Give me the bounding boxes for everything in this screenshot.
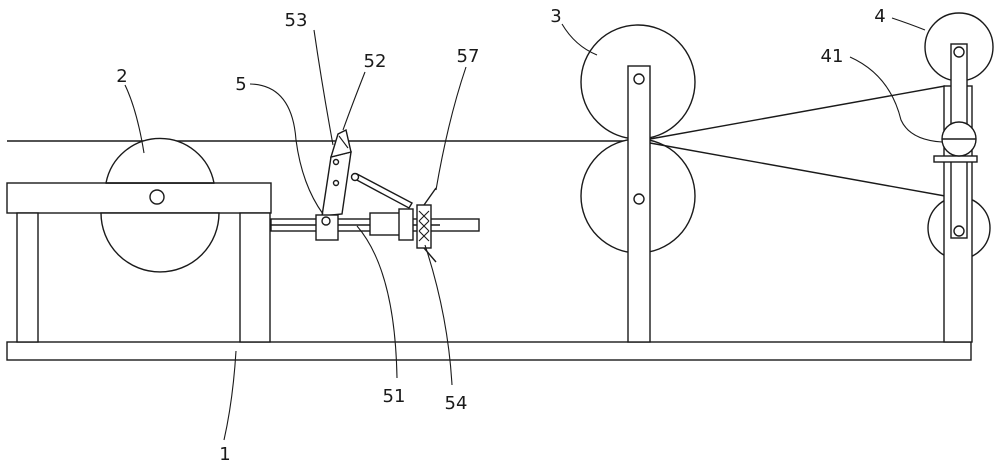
leader-5 — [249, 83, 324, 215]
label-41: 41 — [821, 46, 844, 67]
leader-2 — [124, 84, 145, 154]
strand-fan — [649, 85, 946, 197]
lower-roller-axle — [633, 193, 645, 205]
spool-2 — [100, 137, 220, 273]
arm-tip-slot — [338, 135, 349, 149]
leader-53 — [313, 29, 334, 146]
arm-pivot — [321, 216, 331, 226]
link-pivot — [350, 172, 360, 182]
spool-axle — [149, 189, 165, 205]
arm-pin-lower — [332, 179, 340, 187]
leader-51 — [356, 225, 398, 379]
upper-roller-axle — [633, 73, 645, 85]
strand-upper — [649, 85, 946, 140]
spool-wheel-lower — [100, 212, 220, 273]
left-table-leg-1 — [16, 212, 39, 343]
leader-4 — [891, 17, 926, 31]
left-table-top — [6, 182, 272, 214]
base-beam — [6, 341, 972, 361]
part-labels: 1 2 3 4 41 5 51 52 53 54 57 — [116, 6, 885, 463]
nut-pointer-57 — [423, 187, 437, 206]
nut-knurling — [418, 210, 430, 242]
leader-52 — [342, 71, 366, 131]
spool-wheel-upper — [105, 137, 215, 184]
leader-1 — [223, 350, 237, 441]
leader-3 — [561, 23, 598, 56]
label-1: 1 — [219, 444, 230, 463]
label-4: 4 — [874, 6, 885, 27]
leader-lines — [124, 17, 943, 441]
label-3: 3 — [550, 6, 561, 27]
guide-plate — [933, 155, 978, 163]
label-5: 5 — [235, 74, 246, 95]
label-53: 53 — [285, 10, 308, 31]
leader-54 — [424, 244, 453, 386]
label-57: 57 — [457, 46, 480, 67]
leader-41 — [849, 56, 943, 143]
left-table-leg-2 — [239, 212, 271, 343]
leader-57 — [435, 66, 467, 191]
strand-lower — [649, 142, 946, 197]
lower-wheel-axle — [953, 225, 965, 237]
rod-collar — [398, 208, 414, 241]
roller-unit-3 — [580, 24, 696, 343]
nut-pointer-54 — [423, 247, 437, 263]
arm-tip-52 — [329, 128, 352, 158]
link-rod — [351, 173, 413, 209]
label-54: 54 — [445, 393, 468, 414]
arm-pin-upper — [332, 158, 340, 166]
base-frame — [6, 182, 972, 361]
label-51: 51 — [383, 386, 406, 407]
label-52: 52 — [364, 51, 387, 72]
tension-device-5 — [270, 128, 480, 263]
winder-4 — [924, 12, 994, 343]
upper-wheel-axle — [953, 46, 965, 58]
label-2: 2 — [116, 66, 127, 87]
